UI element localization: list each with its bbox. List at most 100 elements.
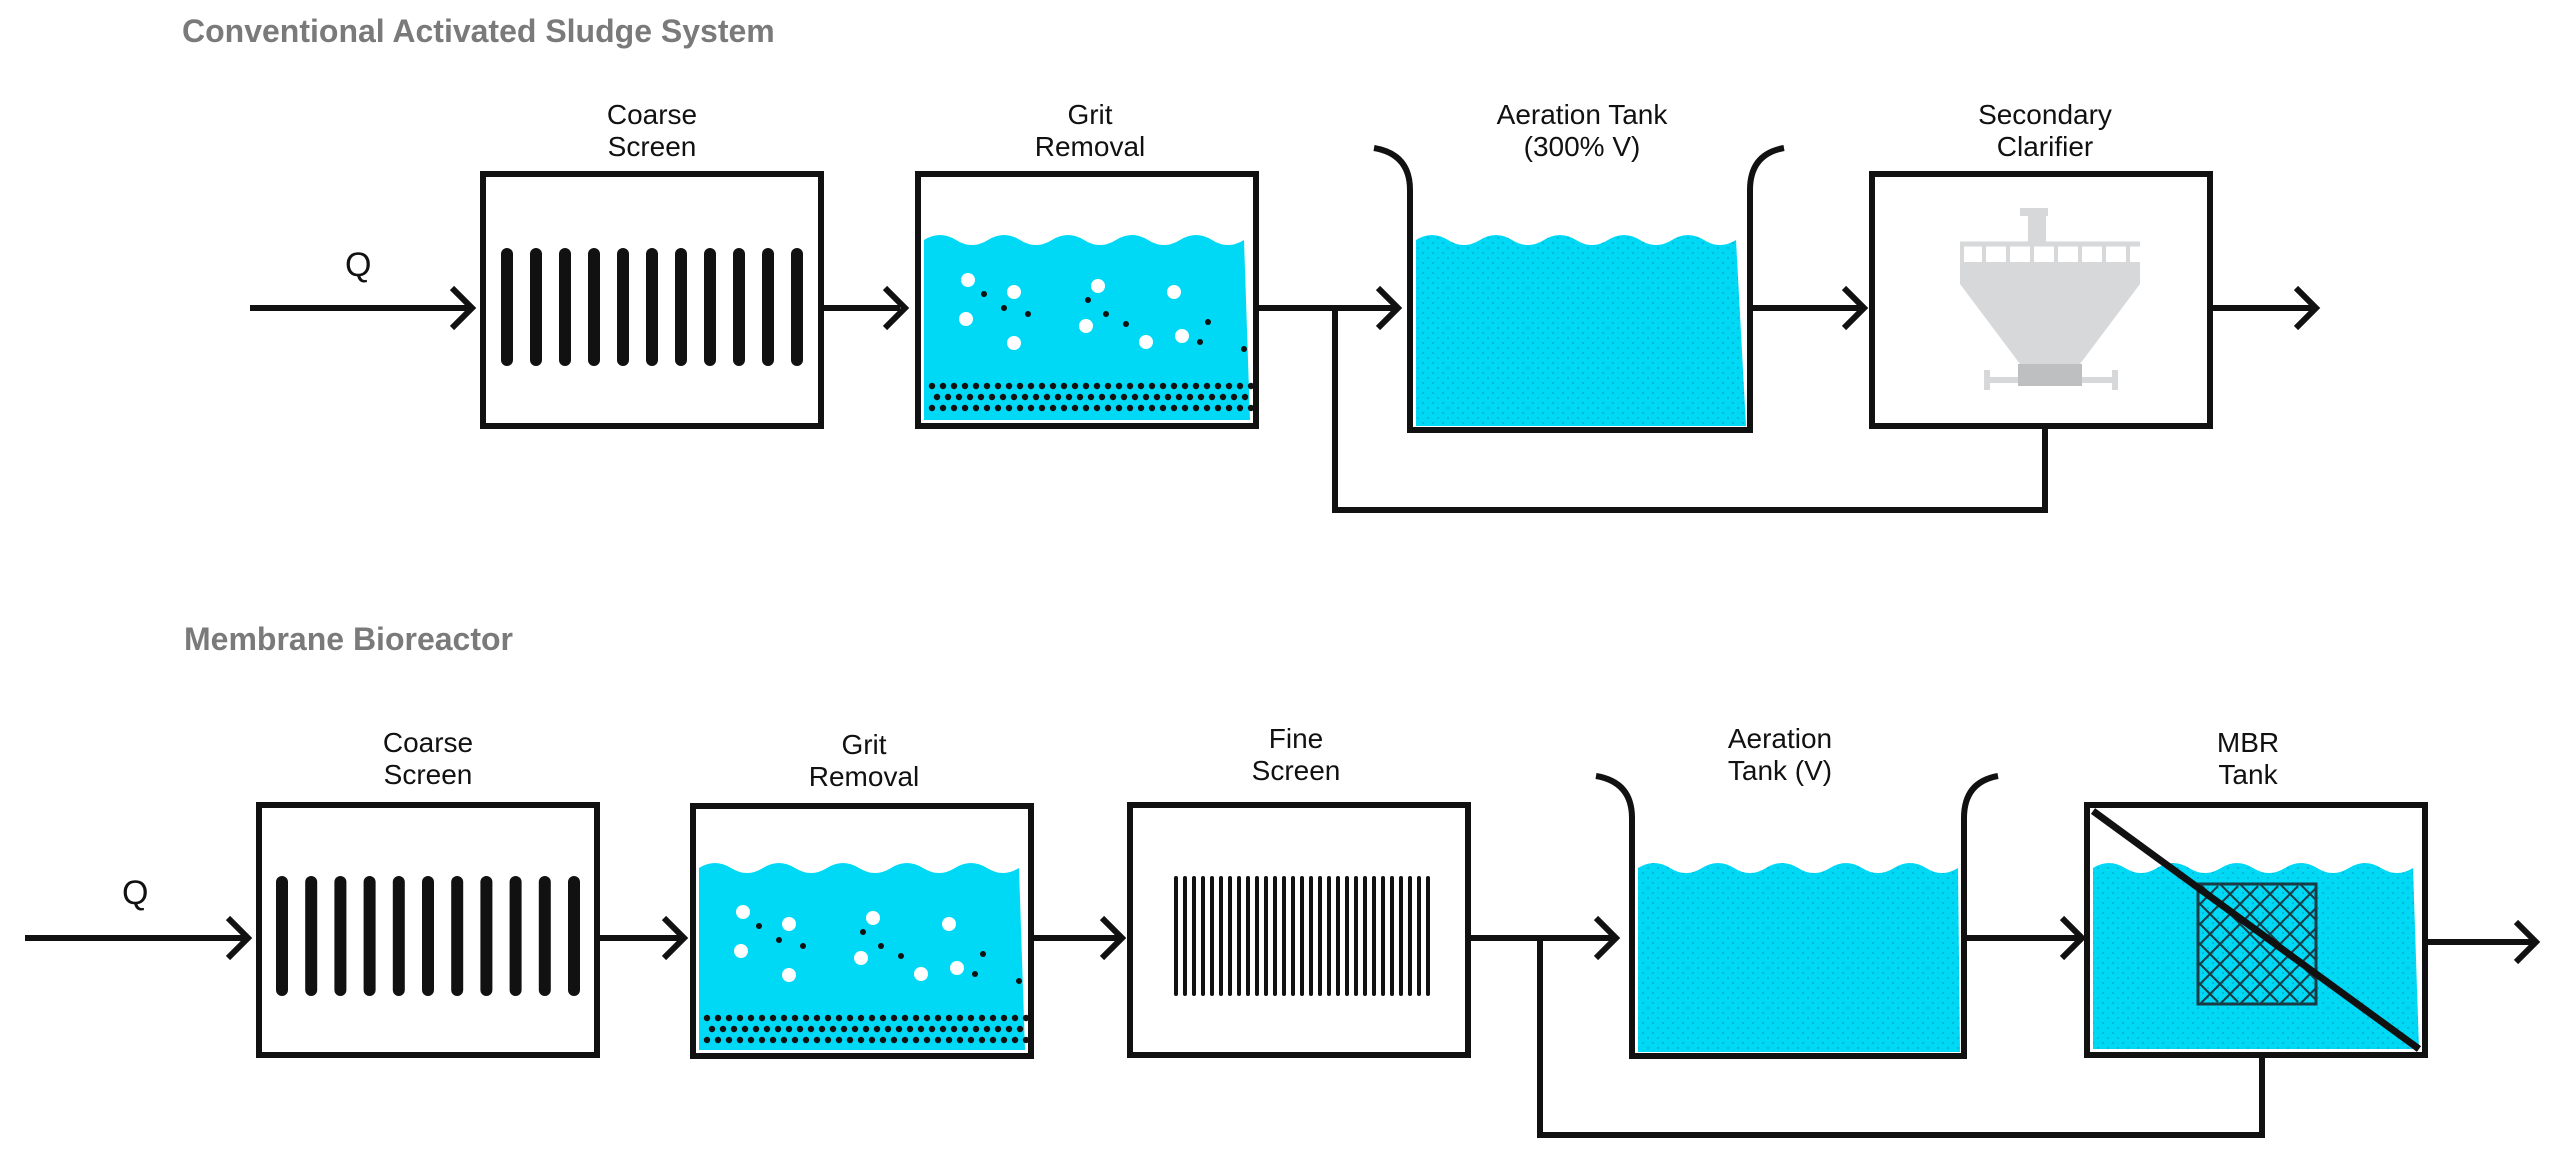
screen-bar — [1426, 876, 1430, 996]
grit-particle — [860, 929, 866, 935]
unit-label-line1: MBR — [2217, 727, 2279, 758]
grit-bubble — [961, 273, 975, 287]
sediment-dot — [868, 1036, 876, 1044]
sediment-dot — [868, 1014, 876, 1022]
sediment-dot — [967, 1014, 975, 1022]
sediment-dot — [884, 1025, 892, 1033]
sediment-dot — [824, 1036, 832, 1044]
sediment-dot — [945, 1036, 953, 1044]
sediment-dot — [977, 393, 985, 401]
sediment-dot — [939, 382, 947, 390]
sediment-dot — [1022, 1014, 1030, 1022]
sediment-dot — [1005, 1025, 1013, 1033]
sediment-dot — [835, 1036, 843, 1044]
sediment-dot — [879, 1036, 887, 1044]
sediment-dot — [1236, 404, 1244, 412]
screen-bar — [1354, 876, 1358, 996]
sediment-dot — [978, 1014, 986, 1022]
screen-bar — [1246, 876, 1250, 996]
screen-bar — [1300, 876, 1304, 996]
screen-bar — [588, 248, 600, 366]
sediment-dot — [1010, 393, 1018, 401]
grit-bubble — [734, 944, 748, 958]
grit-particle — [1205, 319, 1211, 325]
sediment-dot — [906, 1025, 914, 1033]
grit-particle — [878, 943, 884, 949]
mesh-line — [2197, 885, 2299, 987]
unit-label-line2: (300% V) — [1524, 131, 1641, 162]
sediment-dot — [725, 1014, 733, 1022]
sediment-dot — [1000, 1036, 1008, 1044]
grit-bubble — [1175, 329, 1189, 343]
mesh-line — [2199, 887, 2317, 1005]
sediment-dot — [923, 1036, 931, 1044]
sediment-dot — [1087, 393, 1095, 401]
sediment-dot — [873, 1025, 881, 1033]
sediment-dot — [928, 1025, 936, 1033]
screen-bar — [675, 248, 687, 366]
sediment-dot — [1011, 1036, 1019, 1044]
sediment-dot — [988, 393, 996, 401]
sediment-dot — [708, 1025, 716, 1033]
sediment-dot — [785, 1025, 793, 1033]
arrowhead — [1099, 915, 1127, 961]
mesh-line — [2197, 885, 2259, 947]
grit-particle — [776, 937, 782, 943]
sediment-dot — [736, 1014, 744, 1022]
sediment-dot — [1016, 404, 1024, 412]
mesh-line — [2299, 883, 2317, 901]
screen-bar — [451, 876, 464, 996]
sediment-dot — [1170, 404, 1178, 412]
screen-bar — [530, 248, 542, 366]
secondary-clarifier-unit: Secondary Clarifier — [1869, 99, 2213, 429]
grit-bubble — [782, 968, 796, 982]
screen-bar — [305, 876, 318, 996]
screen-bar — [1174, 876, 1178, 996]
screen-bar — [791, 248, 803, 366]
screen-bar — [1372, 876, 1376, 996]
unit-label-line1: Coarse — [383, 727, 473, 758]
arrowhead — [2293, 285, 2321, 331]
grit-particle — [1025, 311, 1031, 317]
sediment-dot — [752, 1025, 760, 1033]
mesh-line — [2197, 981, 2219, 1003]
sediment-dot — [1175, 393, 1183, 401]
grit-bubble — [1091, 279, 1105, 293]
sediment-dot — [1192, 404, 1200, 412]
mbr-section: Membrane Bioreactor Q Coarse Screen Grit… — [25, 621, 2541, 1138]
sediment-dot — [1153, 393, 1161, 401]
sediment-dot — [966, 393, 974, 401]
sediment-dot — [758, 1036, 766, 1044]
section-title-conventional: Conventional Activated Sludge System — [182, 13, 775, 49]
arrowhead — [1841, 285, 1869, 331]
unit-label-line1: Grit — [1067, 99, 1112, 130]
sediment-dot — [994, 404, 1002, 412]
arrowhead — [1593, 915, 1621, 961]
grit-particles — [928, 273, 1255, 412]
screen-bar — [1381, 876, 1385, 996]
sediment-dot — [983, 1025, 991, 1033]
sediment-dot — [1247, 382, 1255, 390]
sediment-dot — [1181, 404, 1189, 412]
sediment-dot — [1005, 382, 1013, 390]
grit-bubble — [959, 312, 973, 326]
sediment-dot — [1038, 382, 1046, 390]
sediment-dot — [835, 1014, 843, 1022]
screen-bars — [501, 248, 803, 366]
arrowhead — [225, 915, 253, 961]
screen-bar — [1345, 876, 1349, 996]
sediment-dot — [807, 1025, 815, 1033]
sediment-dot — [1126, 404, 1134, 412]
sediment-dot — [928, 404, 936, 412]
sediment-dot — [813, 1014, 821, 1022]
unit-label-line1: Fine — [1269, 723, 1323, 754]
screen-bar — [1201, 876, 1205, 996]
sediment-dot — [945, 1014, 953, 1022]
mesh-line — [2279, 883, 2317, 921]
grit-particle — [1241, 346, 1247, 352]
sediment-dot — [1203, 382, 1211, 390]
sediment-dot — [1049, 382, 1057, 390]
sediment-dot — [950, 382, 958, 390]
arrowhead — [2513, 919, 2541, 965]
